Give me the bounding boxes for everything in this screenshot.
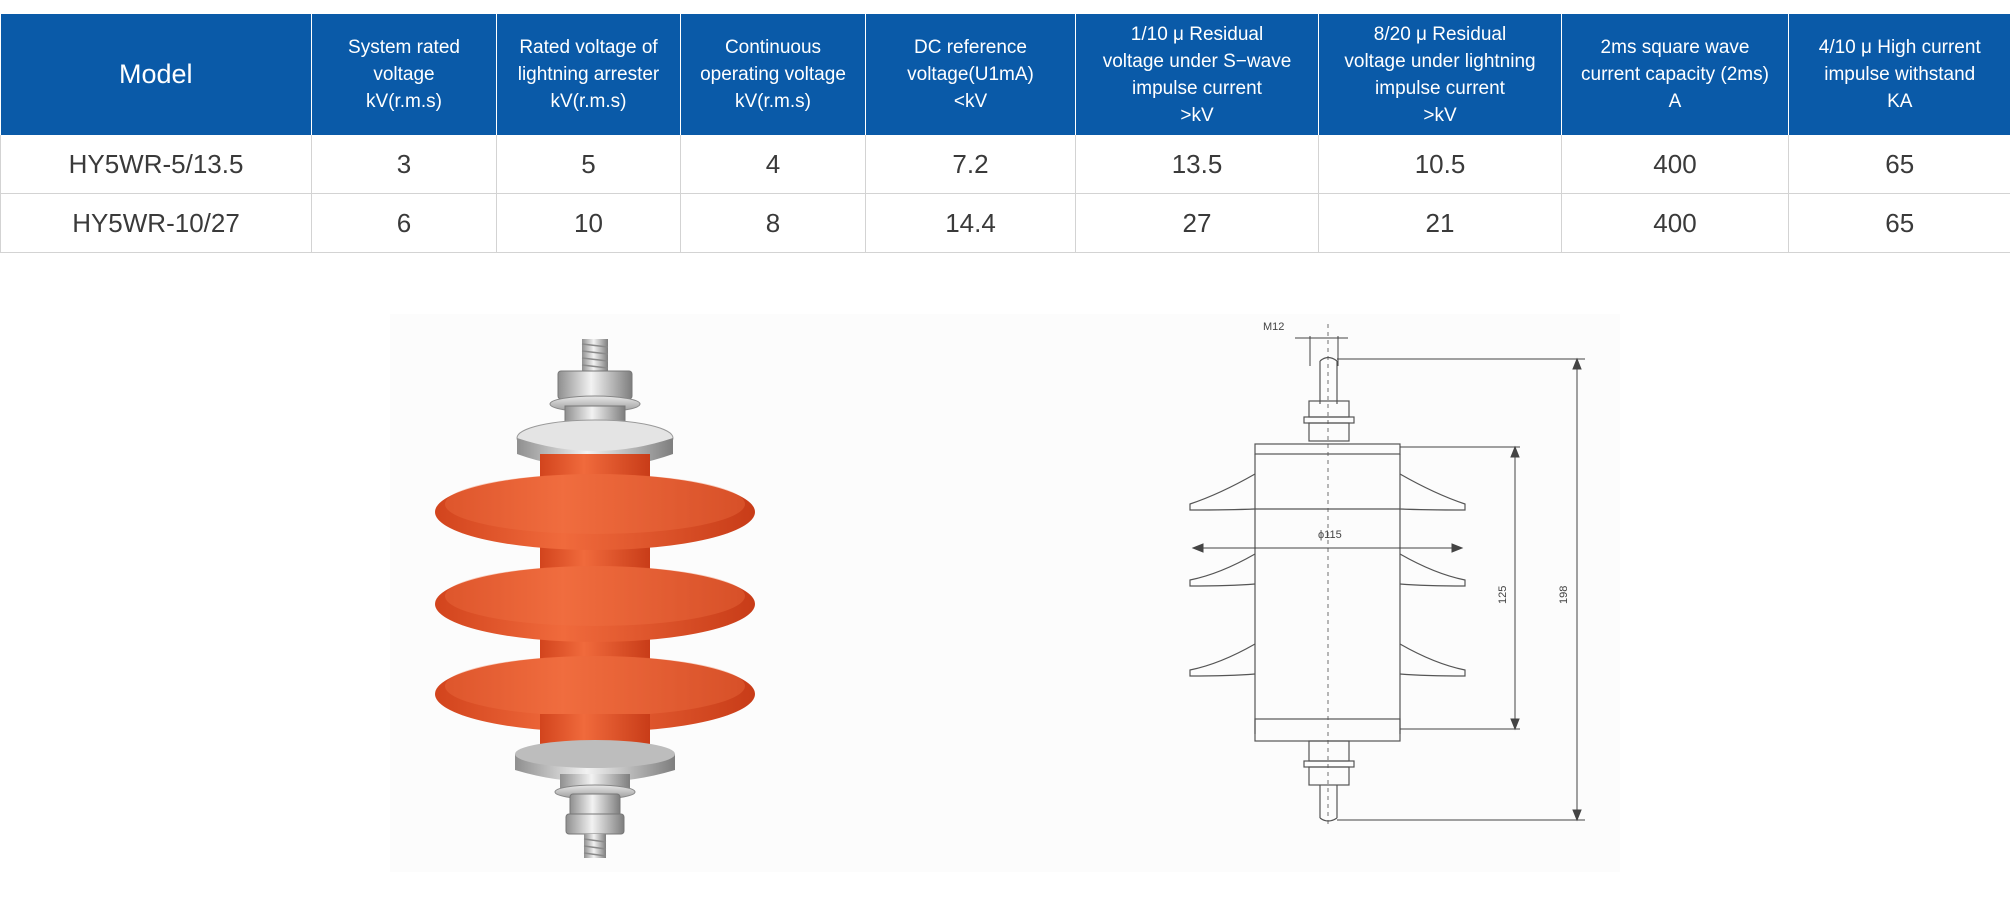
header-steep-wave-residual: 1/10 μ Residual voltage under S−wave imp… (1075, 14, 1319, 135)
arrester-photo (435, 339, 755, 858)
cell-value: 7.2 (865, 135, 1076, 194)
header-square-wave: 2ms square wave current capacity (2ms) A (1561, 14, 1789, 135)
cell-value: 13.5 (1075, 135, 1319, 194)
table-row: HY5WR-10/27 6 10 8 14.4 27 21 400 65 (0, 193, 2010, 253)
cell-value: 21 (1318, 193, 1562, 253)
cell-value: 10 (496, 193, 681, 253)
header-lightning-residual: 8/20 μ Residual voltage under lightning … (1318, 14, 1562, 135)
cell-value: 3 (311, 135, 497, 194)
header-model: Model (0, 14, 312, 135)
cell-value: 8 (680, 193, 866, 253)
cell-value: 5 (496, 135, 681, 194)
header-continuous-voltage: Continuous operating voltage kV(r.m.s) (680, 14, 866, 135)
cell-value: 27 (1075, 193, 1319, 253)
cell-value: 400 (1561, 135, 1789, 194)
cell-value: 10.5 (1318, 135, 1562, 194)
total-height-label: 198 (1558, 586, 1570, 604)
cell-value: 400 (1561, 193, 1789, 253)
spec-table: Model System rated voltage kV(r.m.s) Rat… (0, 14, 2010, 253)
cell-value: 65 (1788, 135, 2010, 194)
thread-label: M12 (1263, 321, 1284, 333)
product-panel: M12 ϕ115 125 198 (390, 314, 1620, 872)
header-high-current: 4/10 μ High current impulse withstand KA (1788, 14, 2010, 135)
diameter-label: ϕ115 (1318, 529, 1342, 541)
cell-model: HY5WR-5/13.5 (0, 135, 312, 194)
cell-value: 4 (680, 135, 866, 194)
body-height-label: 125 (1497, 586, 1509, 604)
table-row: HY5WR-5/13.5 3 5 4 7.2 13.5 10.5 400 65 (0, 135, 2010, 194)
header-rated-voltage: Rated voltage of lightning arrester kV(r… (496, 14, 681, 135)
dimension-drawing: M12 ϕ115 125 198 (1189, 321, 1585, 824)
cell-value: 6 (311, 193, 497, 253)
cell-model: HY5WR-10/27 (0, 193, 312, 253)
table-header-row: Model System rated voltage kV(r.m.s) Rat… (0, 14, 2010, 135)
cell-value: 65 (1788, 193, 2010, 253)
header-system-rated-voltage: System rated voltage kV(r.m.s) (311, 14, 497, 135)
header-dc-reference: DC reference voltage(U1mA) <kV (865, 14, 1076, 135)
cell-value: 14.4 (865, 193, 1076, 253)
